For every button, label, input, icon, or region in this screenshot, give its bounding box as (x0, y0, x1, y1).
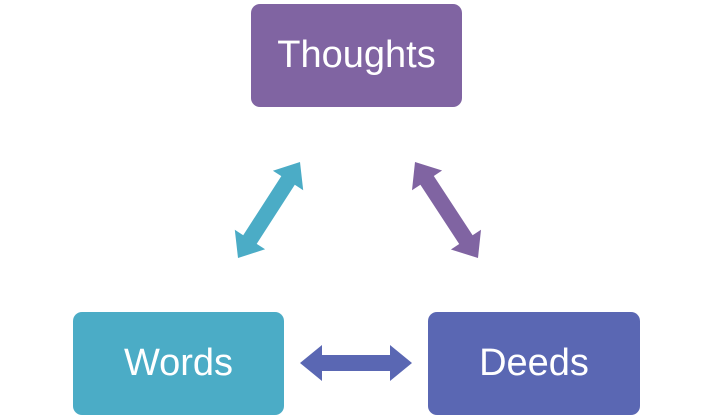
arrow-thoughts-words (234, 162, 304, 258)
node-words-label: Words (123, 342, 234, 384)
node-deeds-label: Deeds (479, 342, 589, 384)
node-words: Words (73, 312, 284, 415)
arrow-thoughts-deeds (412, 162, 481, 258)
node-deeds: Deeds (428, 312, 640, 415)
node-thoughts-label: Thoughts (277, 34, 436, 76)
node-thoughts: Thoughts (251, 4, 462, 107)
arrow-words-deeds (300, 345, 412, 381)
